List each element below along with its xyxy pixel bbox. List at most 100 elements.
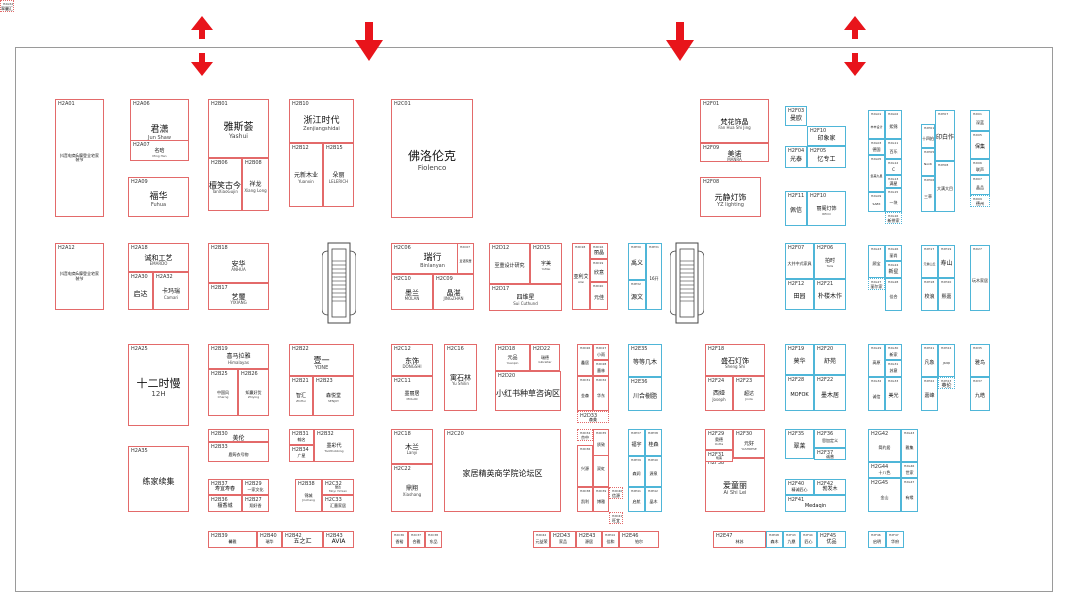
booth-h2f10[interactable]: H2F10印象家 [807,126,846,146]
booth-h2a09[interactable]: H2A09福华Fuhua [128,177,189,217]
booth-h2d27[interactable]: H2D27小雨 [593,344,609,360]
booth-h2e35[interactable]: H2E35等等几木 [628,344,662,377]
booth-h2h23[interactable]: H2H23英伦 [938,377,955,389]
booth-h2d26[interactable]: H2D26鑫居 [577,344,593,376]
booth-h2i01[interactable]: H2I01深蓝 [970,110,990,131]
booth-h2c07[interactable]: H2C07爱诺家居 [457,243,474,274]
booth-h2g13[interactable]: H2G13满星 [885,175,902,188]
booth-h2d31[interactable]: H2D31金森 [577,376,593,411]
booth-h2b25[interactable]: H2B25中国风Charng [208,369,238,416]
booth-h2f24[interactable]: H2F24西娅Joseph [705,376,733,411]
booth-h2f01[interactable]: H2F01梵花饰晶Fan Hua Shi Jing [700,99,769,143]
booth-h2b12[interactable]: H2B12元新木业Yuanxin [289,143,323,207]
booth-h2g11[interactable]: H2G11百乐 [885,139,902,159]
booth-h2f38[interactable]: H2F38爱童丽Ai Shi Lei [705,458,765,512]
booth-h2g02[interactable]: H2G02熙锦 [885,110,902,139]
booth-h2f07[interactable]: H2F07大井中式家具 [785,243,814,279]
booth-h2e42[interactable]: H2E42晶木 [645,487,662,512]
booth-h2b33[interactable]: H2B33鹿筠衣号物 [208,442,269,462]
booth-h2b40[interactable]: H2B40瑞华 [257,531,282,548]
booth-h2g43[interactable]: H2G43雅集 [901,429,918,462]
booth-h2f31[interactable]: H2F31筑客 [705,450,733,462]
booth-h2c20[interactable]: H2C20家居精英商学院论坛区 [444,429,561,512]
booth-h2b31[interactable]: H2B31翰名 [289,429,314,445]
booth-h2e37[interactable]: H2E37福宇 [628,429,645,456]
booth-h2h21[interactable]: H2H21凡象 [921,344,938,377]
booth-h2a25[interactable]: H2A25十二时慢12H [128,344,189,426]
booth-h2b29[interactable]: H2B29一家文化 [242,479,269,495]
booth-h2c11[interactable]: H2C11墨丽居MOLAN [391,376,433,411]
booth-h2h19[interactable]: H2H19寿山 [938,245,955,278]
booth-h2e32[interactable]: H2E32源文 [628,280,646,310]
booth-h2f43[interactable]: H2F43九鼎 [783,531,800,548]
booth-h2e44[interactable]: H2E44佳和 [602,531,619,548]
booth-h2g29[interactable]: H2G29高原 [868,344,885,377]
booth-h2b15[interactable]: H2B15朵丽LELERICH [323,143,354,207]
booth-h2f08[interactable]: H2F08元静灯饰YZ lighting [700,177,761,217]
booth-h2c22[interactable]: H2C22鼎翔Xiashang [391,464,433,512]
booth-h2b17[interactable]: H2B17艺璽YIXIANG [208,283,269,310]
booth-h2e31[interactable]: H2E3116开 [646,243,662,310]
booth-h2f30[interactable]: H2F30元好YASHRESE [733,429,765,458]
booth-h2d22[interactable]: H2D22瑞德Gibraltar [530,344,560,371]
booth-h2i35[interactable]: H2I35雅鸟 [970,344,990,377]
booth-h2g31[interactable]: H2G31苏意 [885,360,902,377]
booth-h2f40[interactable]: H2F40精诚匠心 [785,479,814,495]
booth-h2f20[interactable]: H2F20舒苑 [814,344,846,375]
booth-h2h22[interactable]: H2H22嘉峰 [921,377,938,411]
booth-h2a07[interactable]: H2A07名晗Ming Han [130,140,189,161]
booth-h2d39[interactable]: H2D39博雅 [593,487,609,512]
booth-h2f28[interactable]: H2F28MOFOK [785,375,814,411]
booth-h2a12[interactable]: H2A12抖音电商&摩登全宅家装节 [55,243,104,310]
booth-h2h08[interactable]: H2H08大满大目 [935,161,955,212]
booth-h2g44[interactable]: H2G44十八色 [868,462,901,478]
booth-h2d28[interactable]: H2D28墨林 [593,360,609,376]
booth-h2b10[interactable]: H2B10浙江时代Zenjiangshidai [289,99,354,143]
booth-h2b19[interactable]: H2B19喜马拉雅Himalayas [208,344,269,369]
booth-h2g12[interactable]: H2G12C [885,159,902,175]
booth-h2e47[interactable]: H2E47林苏 [713,531,766,548]
booth-h2g47[interactable]: H2G47有缘 [901,478,918,512]
booth-h2c12[interactable]: H2C12东饰DONGSHI [391,344,433,376]
booth-h2f21[interactable]: H2F21朴楼木作 [814,279,846,310]
booth-h2d20[interactable]: H2D20元佳 [590,282,608,310]
booth-h2d15[interactable]: H2D15宇美YuMei [530,243,562,284]
booth-h2b39[interactable]: H2B39馨雅 [208,531,257,548]
booth-h2f47[interactable]: H2F47华府 [886,531,904,548]
booth-h2b37[interactable]: H2B37寿宜寿春 [208,479,242,495]
booth-h2c37[interactable]: H2C37合雅 [408,531,425,548]
booth-h2g46[interactable]: H2G46世家 [901,462,918,478]
booth-h2b06[interactable]: H2B06檀笑古今TanXiaoGujin [208,158,242,211]
booth-h2f06[interactable]: H2F06拍时Telis [814,243,846,279]
booth-h2c18[interactable]: H2C18木兰Lanyi [391,429,433,464]
booth-h2b36[interactable]: H2B36檀香城 [208,495,242,512]
booth-h2f35[interactable]: H2F35翠莱 [785,429,814,459]
booth-h2c09[interactable]: H2C09晶湛JINGZHAN [433,274,474,310]
booth-h2a32[interactable]: H2A32卡玛瑞Camari [153,272,189,310]
booth-h2d16[interactable]: H2D16丽晶 [590,243,608,259]
booth-h2i05[interactable]: H2I05保集 [970,131,990,159]
booth-h2i37[interactable]: H2I37九皓 [970,377,990,411]
booth-h2g33[interactable]: H2G33美光 [885,377,902,411]
booth-h2c16[interactable]: H2C16寓石林Yu Shilin [444,344,477,411]
booth-h2e41[interactable]: H2E41启航 [628,487,645,512]
booth-h2i07[interactable]: H2I07晶品 [970,175,990,195]
booth-h2c10[interactable]: H2C10墨兰MOLAN [391,274,433,310]
booth-h2d41[interactable]: H2D41旺宜 [609,512,623,524]
booth-h2e30[interactable]: H2E30禹义 [628,243,646,280]
booth-h2e36[interactable]: H2E36川合樹脂 [628,377,662,411]
booth-h2f23[interactable]: H2F23超达Jinda [733,376,765,411]
booth-h2d40[interactable]: H2D40信源 [609,487,623,499]
booth-h2i06[interactable]: H2I06联声 [970,159,990,175]
booth-h2b08[interactable]: H2B08祥龙Xiang Long [242,158,269,211]
booth-h2c01[interactable]: H2C01佛洛伦克Fiolenco [391,99,473,218]
booth-h2g52[interactable]: H2G52翠麗汇 [0,0,14,12]
booth-h2h01[interactable]: H2H01十四拍 [921,124,935,148]
booth-h2d42[interactable]: H2D42元益荣 [533,531,550,548]
booth-h2f04[interactable]: H2F04光泰 [785,146,807,168]
booth-h2f05[interactable]: H2F05忆专工 [807,146,846,168]
booth-h2b23[interactable]: H2B23森悦堂SENJOY [313,376,354,416]
booth-h2f36[interactable]: H2F36思加定义 [814,429,846,448]
booth-h2f03[interactable]: H2F03曼欧 [785,106,807,126]
booth-h2g42[interactable]: H2G42简约居 [868,429,901,462]
